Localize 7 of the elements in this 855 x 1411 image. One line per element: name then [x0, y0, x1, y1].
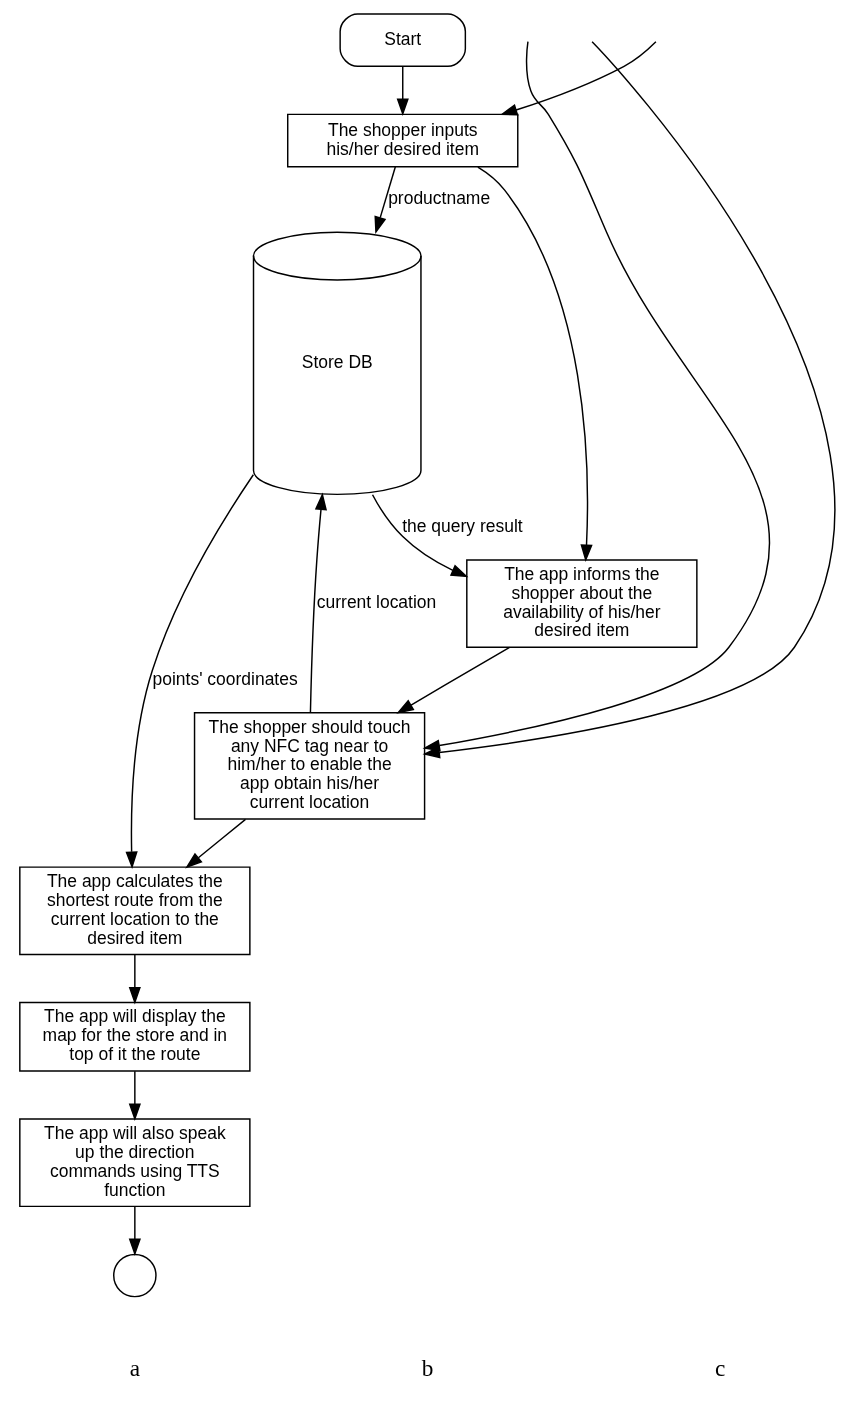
- label: c: [714, 1355, 726, 1382]
- label: a: [129, 1355, 141, 1382]
- edge-label: the query result: [402, 515, 523, 536]
- edge-label: current location: [316, 592, 437, 613]
- edge-label: productname: [388, 188, 491, 209]
- edge-label: points' coordinates: [152, 668, 298, 689]
- label: b: [421, 1355, 434, 1382]
